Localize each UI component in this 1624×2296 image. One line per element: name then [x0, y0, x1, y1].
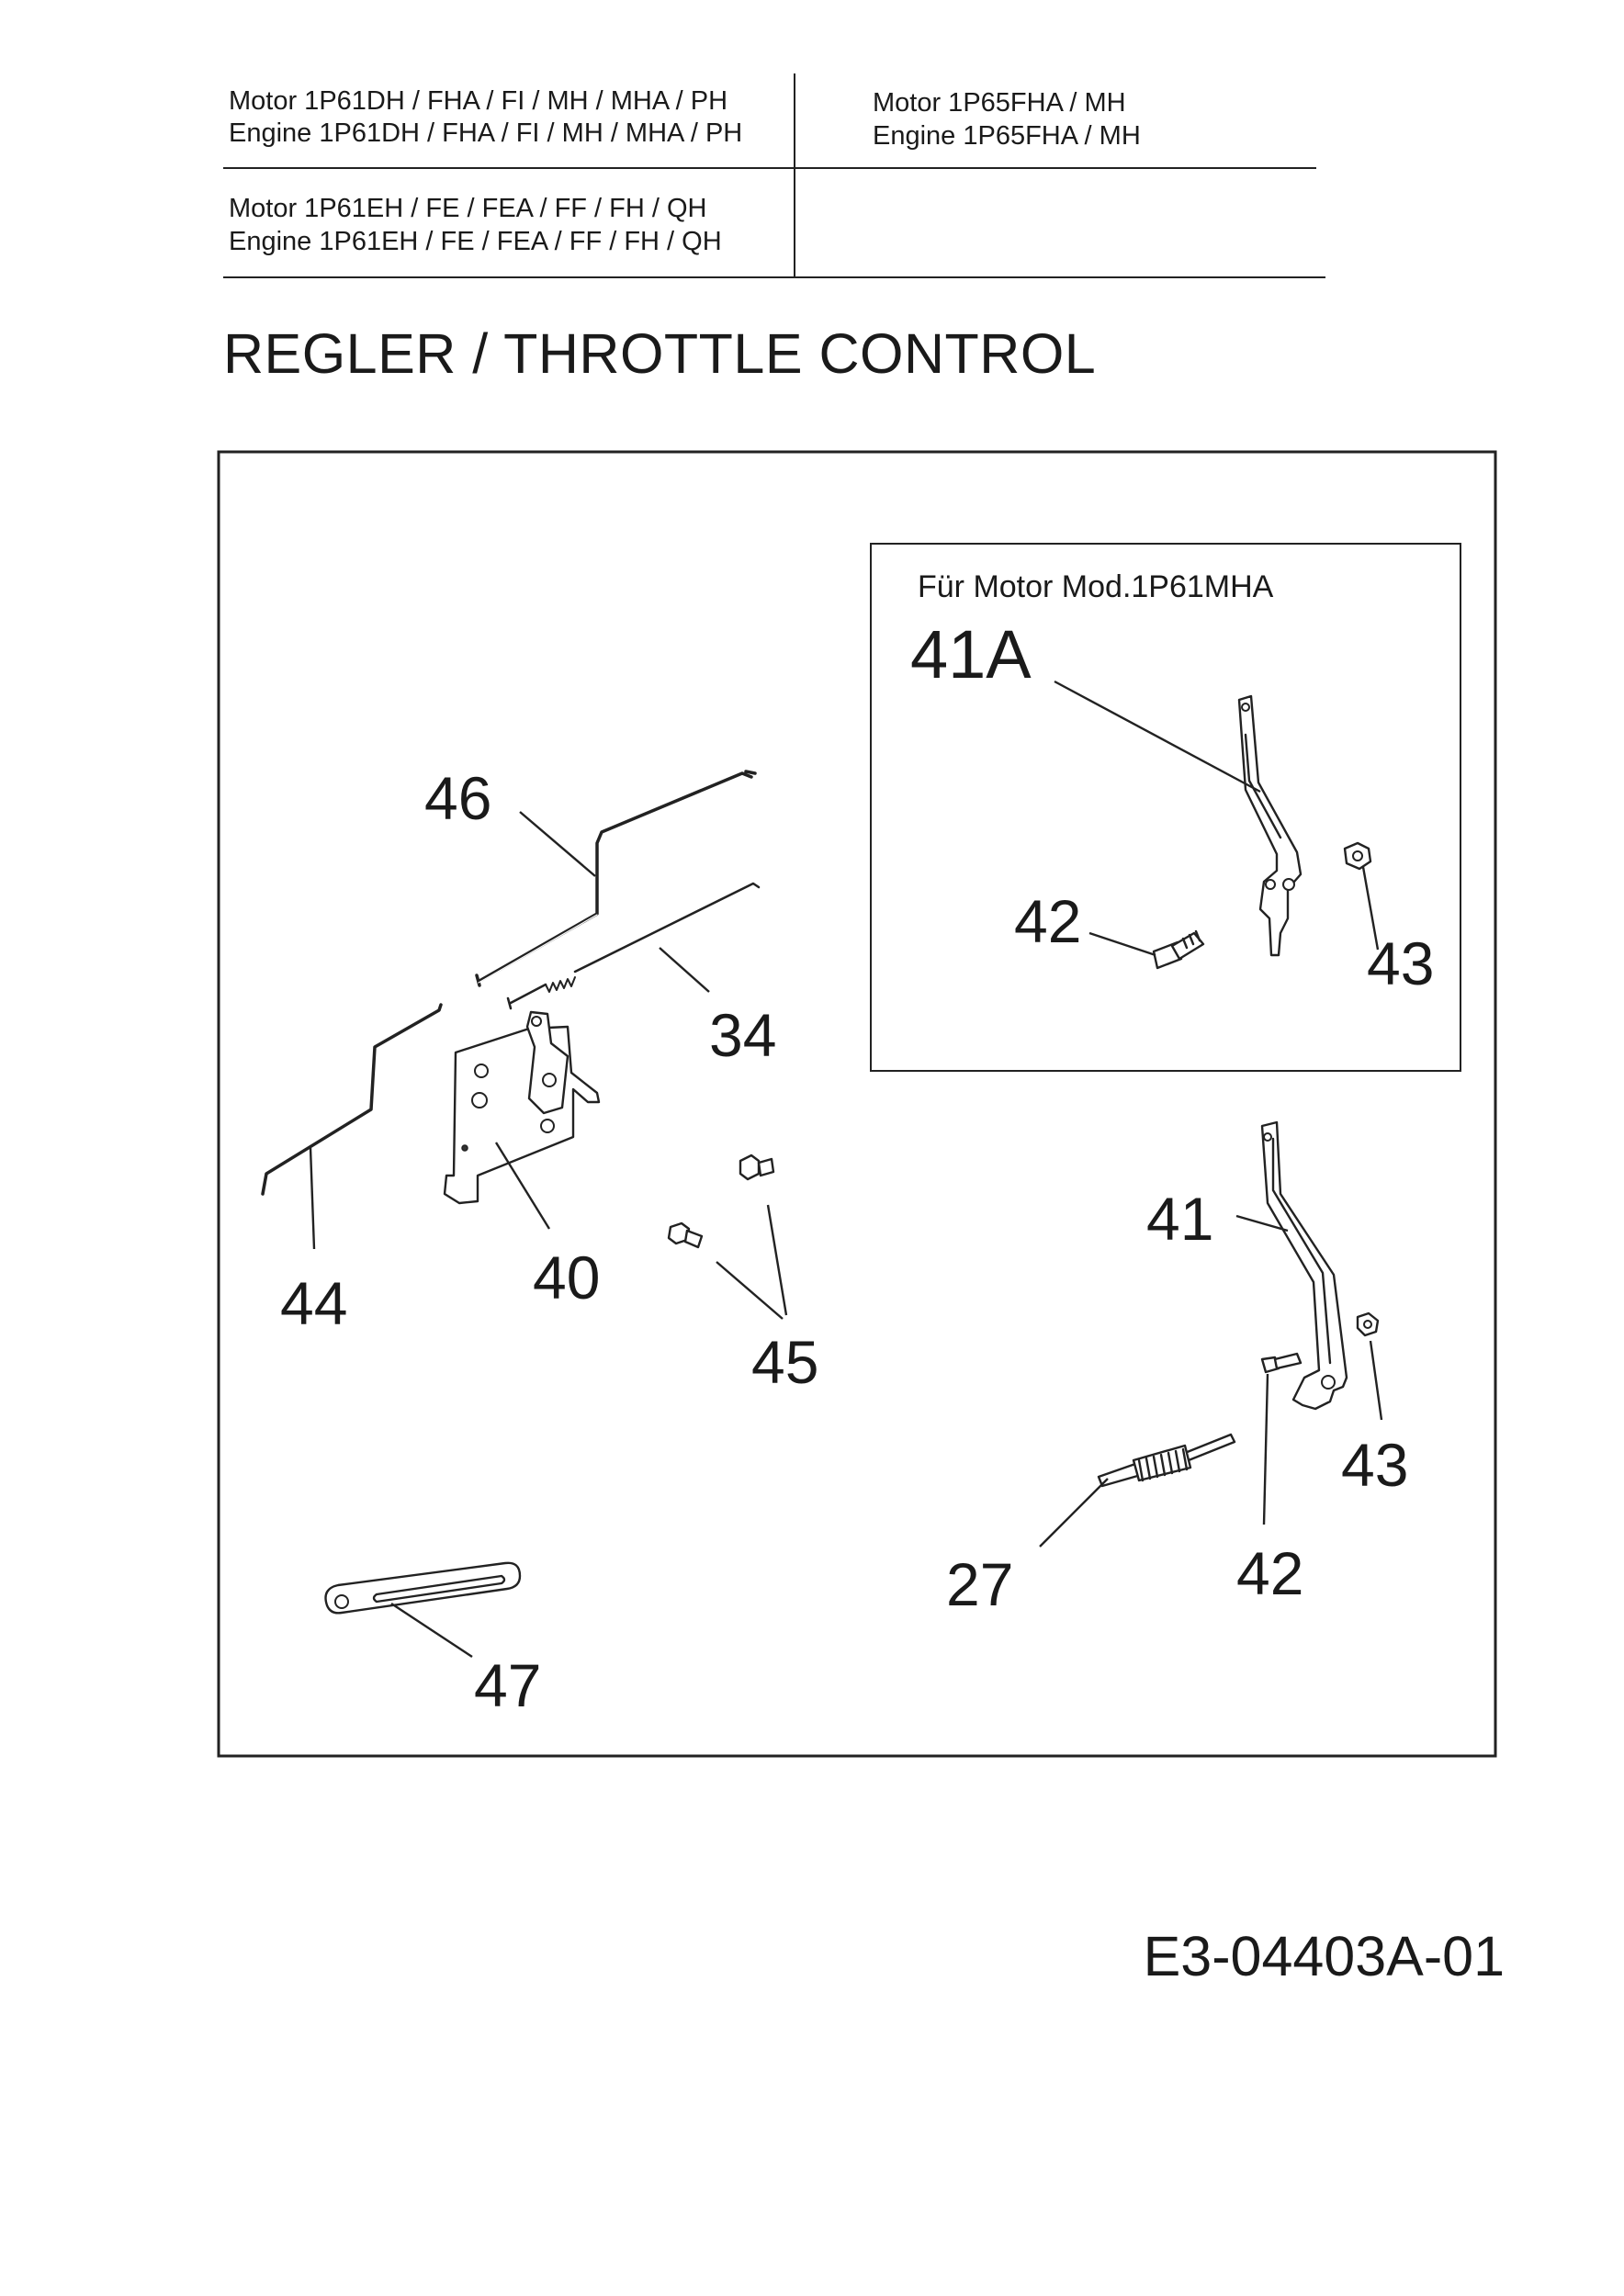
bolt-45-upper — [739, 1154, 775, 1181]
header-divider-bottom — [223, 276, 1325, 278]
screw-42 — [1260, 1352, 1303, 1374]
callout-43-inset: 43 — [1367, 929, 1434, 997]
lever-41 — [1260, 1120, 1348, 1411]
callout-45: 45 — [751, 1328, 818, 1396]
plate-47 — [324, 1561, 522, 1615]
header-divider-middle — [223, 167, 1316, 169]
callout-41: 41 — [1146, 1185, 1213, 1253]
inset-nut-43 — [1343, 841, 1372, 871]
leader-42-inset — [1088, 931, 1156, 957]
callout-47: 47 — [474, 1651, 541, 1719]
leader-27 — [1039, 1478, 1109, 1548]
header-cell-top-left-line1: Motor 1P61DH / FHA / FI / MH / MHA / PH — [229, 86, 728, 116]
leader-46 — [519, 811, 596, 877]
rod-46 — [475, 770, 757, 987]
leader-42 — [1262, 1373, 1269, 1525]
leader-43-inset — [1361, 866, 1380, 951]
rod-44 — [261, 1003, 443, 1196]
callout-46: 46 — [424, 764, 491, 832]
drawing-code: E3-04403A-01 — [1143, 1925, 1505, 1987]
callout-41a: 41A — [910, 616, 1032, 692]
header-divider-vertical — [794, 73, 795, 276]
inset-frame — [870, 543, 1461, 1072]
leader-45b — [716, 1261, 784, 1320]
leader-34 — [659, 947, 710, 993]
callout-27: 27 — [946, 1550, 1013, 1618]
nut-43 — [1356, 1311, 1380, 1337]
callout-44: 44 — [280, 1269, 347, 1337]
spring-27 — [1097, 1433, 1236, 1488]
page-title: REGLER / THROTTLE CONTROL — [223, 322, 1097, 385]
leader-43 — [1369, 1340, 1383, 1421]
inset-lever-41a — [1237, 694, 1303, 957]
callout-42-inset: 42 — [1014, 887, 1081, 955]
spring-rod-34 — [506, 882, 761, 1010]
header-cell-bottom-left-line1: Motor 1P61EH / FE / FEA / FF / FH / QH — [229, 194, 707, 223]
callout-43: 43 — [1341, 1431, 1408, 1499]
leader-44 — [309, 1147, 316, 1250]
leader-41a — [1054, 680, 1261, 793]
leader-47 — [390, 1602, 473, 1659]
header-cell-top-left-line2: Engine 1P61DH / FHA / FI / MH / MHA / PH — [229, 118, 743, 148]
callout-42: 42 — [1236, 1539, 1303, 1607]
leader-45a — [766, 1204, 788, 1316]
callout-40: 40 — [533, 1244, 600, 1311]
bolt-45-lower — [667, 1221, 704, 1249]
leader-41 — [1235, 1214, 1289, 1232]
inset-label: Für Motor Mod.1P61MHA — [918, 569, 1274, 604]
diagram-frame — [217, 450, 1497, 1758]
bracket-40 — [443, 1010, 601, 1205]
callout-34: 34 — [709, 1001, 776, 1069]
header-cell-top-right-line2: Engine 1P65FHA / MH — [873, 121, 1141, 151]
leader-40 — [494, 1142, 551, 1230]
inset-screw-42 — [1152, 929, 1205, 970]
header-cell-top-right-line1: Motor 1P65FHA / MH — [873, 88, 1126, 118]
header-cell-bottom-left-line2: Engine 1P61EH / FE / FEA / FF / FH / QH — [229, 227, 722, 256]
